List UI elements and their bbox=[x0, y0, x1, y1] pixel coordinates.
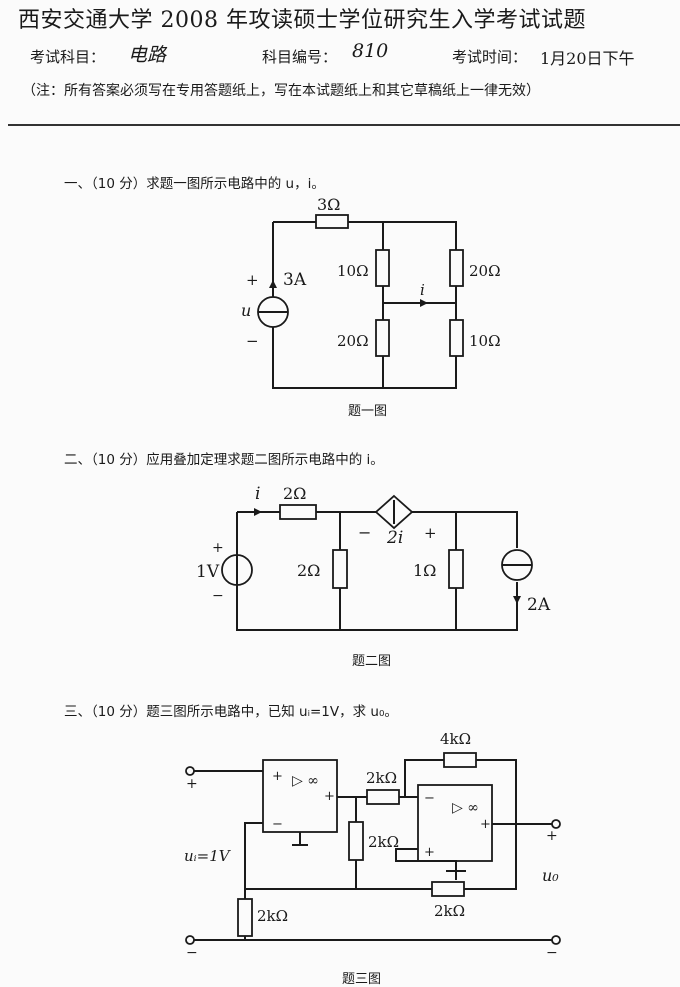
figure-1-label-10ohm-upper: 10Ω bbox=[337, 262, 369, 280]
figure-3-terminal-out bbox=[551, 819, 561, 829]
figure-1-caption: 题一图 bbox=[348, 404, 388, 419]
figure-1-label-20ohm-upper: 20Ω bbox=[469, 262, 501, 280]
figure-3-label-2k-pot: 2kΩ bbox=[434, 902, 465, 920]
figure-3-label-2k-shunt: 2kΩ bbox=[368, 833, 399, 851]
figure-1-label-20ohm-lower: 20Ω bbox=[337, 332, 369, 350]
code-value: 810 bbox=[352, 40, 389, 62]
figure-1-resistor-20ohm-upper bbox=[449, 249, 464, 287]
figure-3-resistor-4k bbox=[443, 752, 477, 768]
figure-3-opamp1-out-plus: + bbox=[324, 789, 335, 804]
figure-1-wires bbox=[272, 221, 457, 389]
figure-3-opamp2-minus: − bbox=[424, 791, 435, 806]
figure-2-label-2ohm-mid: 2Ω bbox=[297, 561, 320, 580]
header-divider bbox=[8, 124, 680, 126]
figure-3-terminal-gnd-left bbox=[185, 935, 195, 945]
time-value: 1月20日下午 bbox=[540, 49, 635, 68]
figure-2-dep-minus: − bbox=[358, 523, 371, 542]
figure-2-label-1V: 1V bbox=[196, 562, 220, 582]
figure-3-label-2k-series: 2kΩ bbox=[366, 769, 397, 787]
figure-2-label-1ohm: 1Ω bbox=[413, 561, 436, 580]
figure-1-label-u: u bbox=[241, 301, 251, 320]
figure-3-potentiometer-2k bbox=[431, 881, 465, 897]
figure-2-label-2i: 2i bbox=[386, 528, 403, 548]
figure-2-resistor-1ohm bbox=[448, 549, 464, 589]
question-2-text: 二、（10 分）应用叠加定理求题二图所示电路中的 i。 bbox=[64, 452, 384, 468]
figure-2-circuit: i 2Ω 1V + − 2Ω − 2i + 1Ω 2A bbox=[196, 484, 551, 631]
question-1-text: 一、（10 分）求题一图所示电路中的 u，i。 bbox=[64, 176, 325, 192]
figure-2-dep-plus: + bbox=[424, 524, 437, 542]
exam-title: 西安交通大学 2008 年攻读硕士学位研究生入学考试试题 bbox=[18, 8, 586, 33]
figure-3-in-minus: − bbox=[186, 945, 198, 961]
figure-2-wires bbox=[236, 511, 518, 631]
figure-2-resistor-2ohm-top bbox=[279, 504, 317, 520]
figure-2-caption: 题二图 bbox=[352, 654, 392, 669]
figure-1-resistor-10ohm-upper bbox=[375, 249, 390, 287]
figure-3-resistor-2k-shunt bbox=[348, 821, 364, 861]
figure-1-label-10ohm-lower: 10Ω bbox=[469, 332, 501, 350]
figure-1-circuit: 3Ω 10Ω 20Ω 20Ω 10Ω 3A i u + − bbox=[241, 195, 501, 389]
figure-1-minus: − bbox=[246, 332, 259, 350]
figure-3-circuit: ▷ ∞ + − + ▷ ∞ − + + 4kΩ 2kΩ 2kΩ 2kΩ 2kΩ … bbox=[184, 730, 561, 961]
figure-1-resistor-10ohm-lower bbox=[449, 319, 464, 357]
figure-3-label-uo: u₀ bbox=[542, 866, 559, 885]
figure-1-resistor-3ohm bbox=[315, 214, 349, 229]
figure-3-label-4k: 4kΩ bbox=[440, 730, 471, 748]
figure-2-isource-arrow bbox=[513, 596, 521, 604]
figure-1-plus: + bbox=[246, 271, 259, 289]
figure-3-opamp1-plus: + bbox=[272, 769, 283, 784]
figure-3-opamp1-symbol: ▷ ∞ bbox=[292, 773, 319, 789]
subject-value: 电路 bbox=[128, 44, 167, 66]
figure-2-label-i: i bbox=[255, 484, 260, 504]
subject-label: 考试科目： bbox=[30, 48, 106, 66]
figure-3-opamp2-out-plus: + bbox=[480, 817, 491, 832]
figure-3-opamp2-plus: + bbox=[424, 845, 435, 860]
figure-1-resistor-20ohm-lower bbox=[375, 319, 390, 357]
figure-2-label-2A: 2A bbox=[527, 595, 551, 615]
figure-1-source-arrow bbox=[269, 280, 277, 288]
figure-3-out-plus: + bbox=[546, 828, 558, 844]
figure-3-label-2k-bottom: 2kΩ bbox=[257, 907, 288, 925]
figure-3-in-plus: + bbox=[186, 776, 198, 792]
figure-3-terminal-gnd-right bbox=[551, 935, 561, 945]
figure-3-terminal-in bbox=[185, 766, 195, 776]
figure-3-label-ui: uᵢ=1V bbox=[184, 847, 232, 865]
figure-1-current-arrow bbox=[420, 299, 428, 307]
figure-2-vsrc-plus: + bbox=[212, 540, 224, 556]
time-label: 考试时间： bbox=[452, 48, 528, 66]
figure-2-resistor-2ohm-mid bbox=[332, 549, 348, 589]
figure-2-current-arrow bbox=[254, 508, 262, 516]
figure-3-resistor-2k-series bbox=[366, 789, 400, 805]
figure-3-opamp-2 bbox=[417, 784, 493, 862]
figure-3-resistor-2k-bottom bbox=[237, 898, 253, 937]
figure-3-out-minus: − bbox=[546, 945, 558, 961]
figure-1-label-3A: 3A bbox=[283, 270, 307, 290]
code-label: 科目编号： bbox=[262, 48, 338, 66]
figure-1-label-3ohm: 3Ω bbox=[317, 195, 340, 214]
figure-3-opamp1-minus: − bbox=[272, 817, 283, 832]
figure-3-caption: 题三图 bbox=[342, 972, 382, 987]
figure-1-label-i: i bbox=[420, 281, 425, 299]
figure-3-opamp2-symbol: ▷ ∞ bbox=[452, 800, 479, 816]
exam-note: （注：所有答案必须写在专用答题纸上，写在本试题纸上和其它草稿纸上一律无效） bbox=[22, 83, 540, 99]
question-3-text: 三、（10 分）题三图所示电路中，已知 uᵢ=1V，求 u₀。 bbox=[64, 704, 398, 720]
figure-2-label-2ohm-top: 2Ω bbox=[283, 484, 306, 503]
figure-2-vsrc-minus: − bbox=[212, 588, 224, 604]
